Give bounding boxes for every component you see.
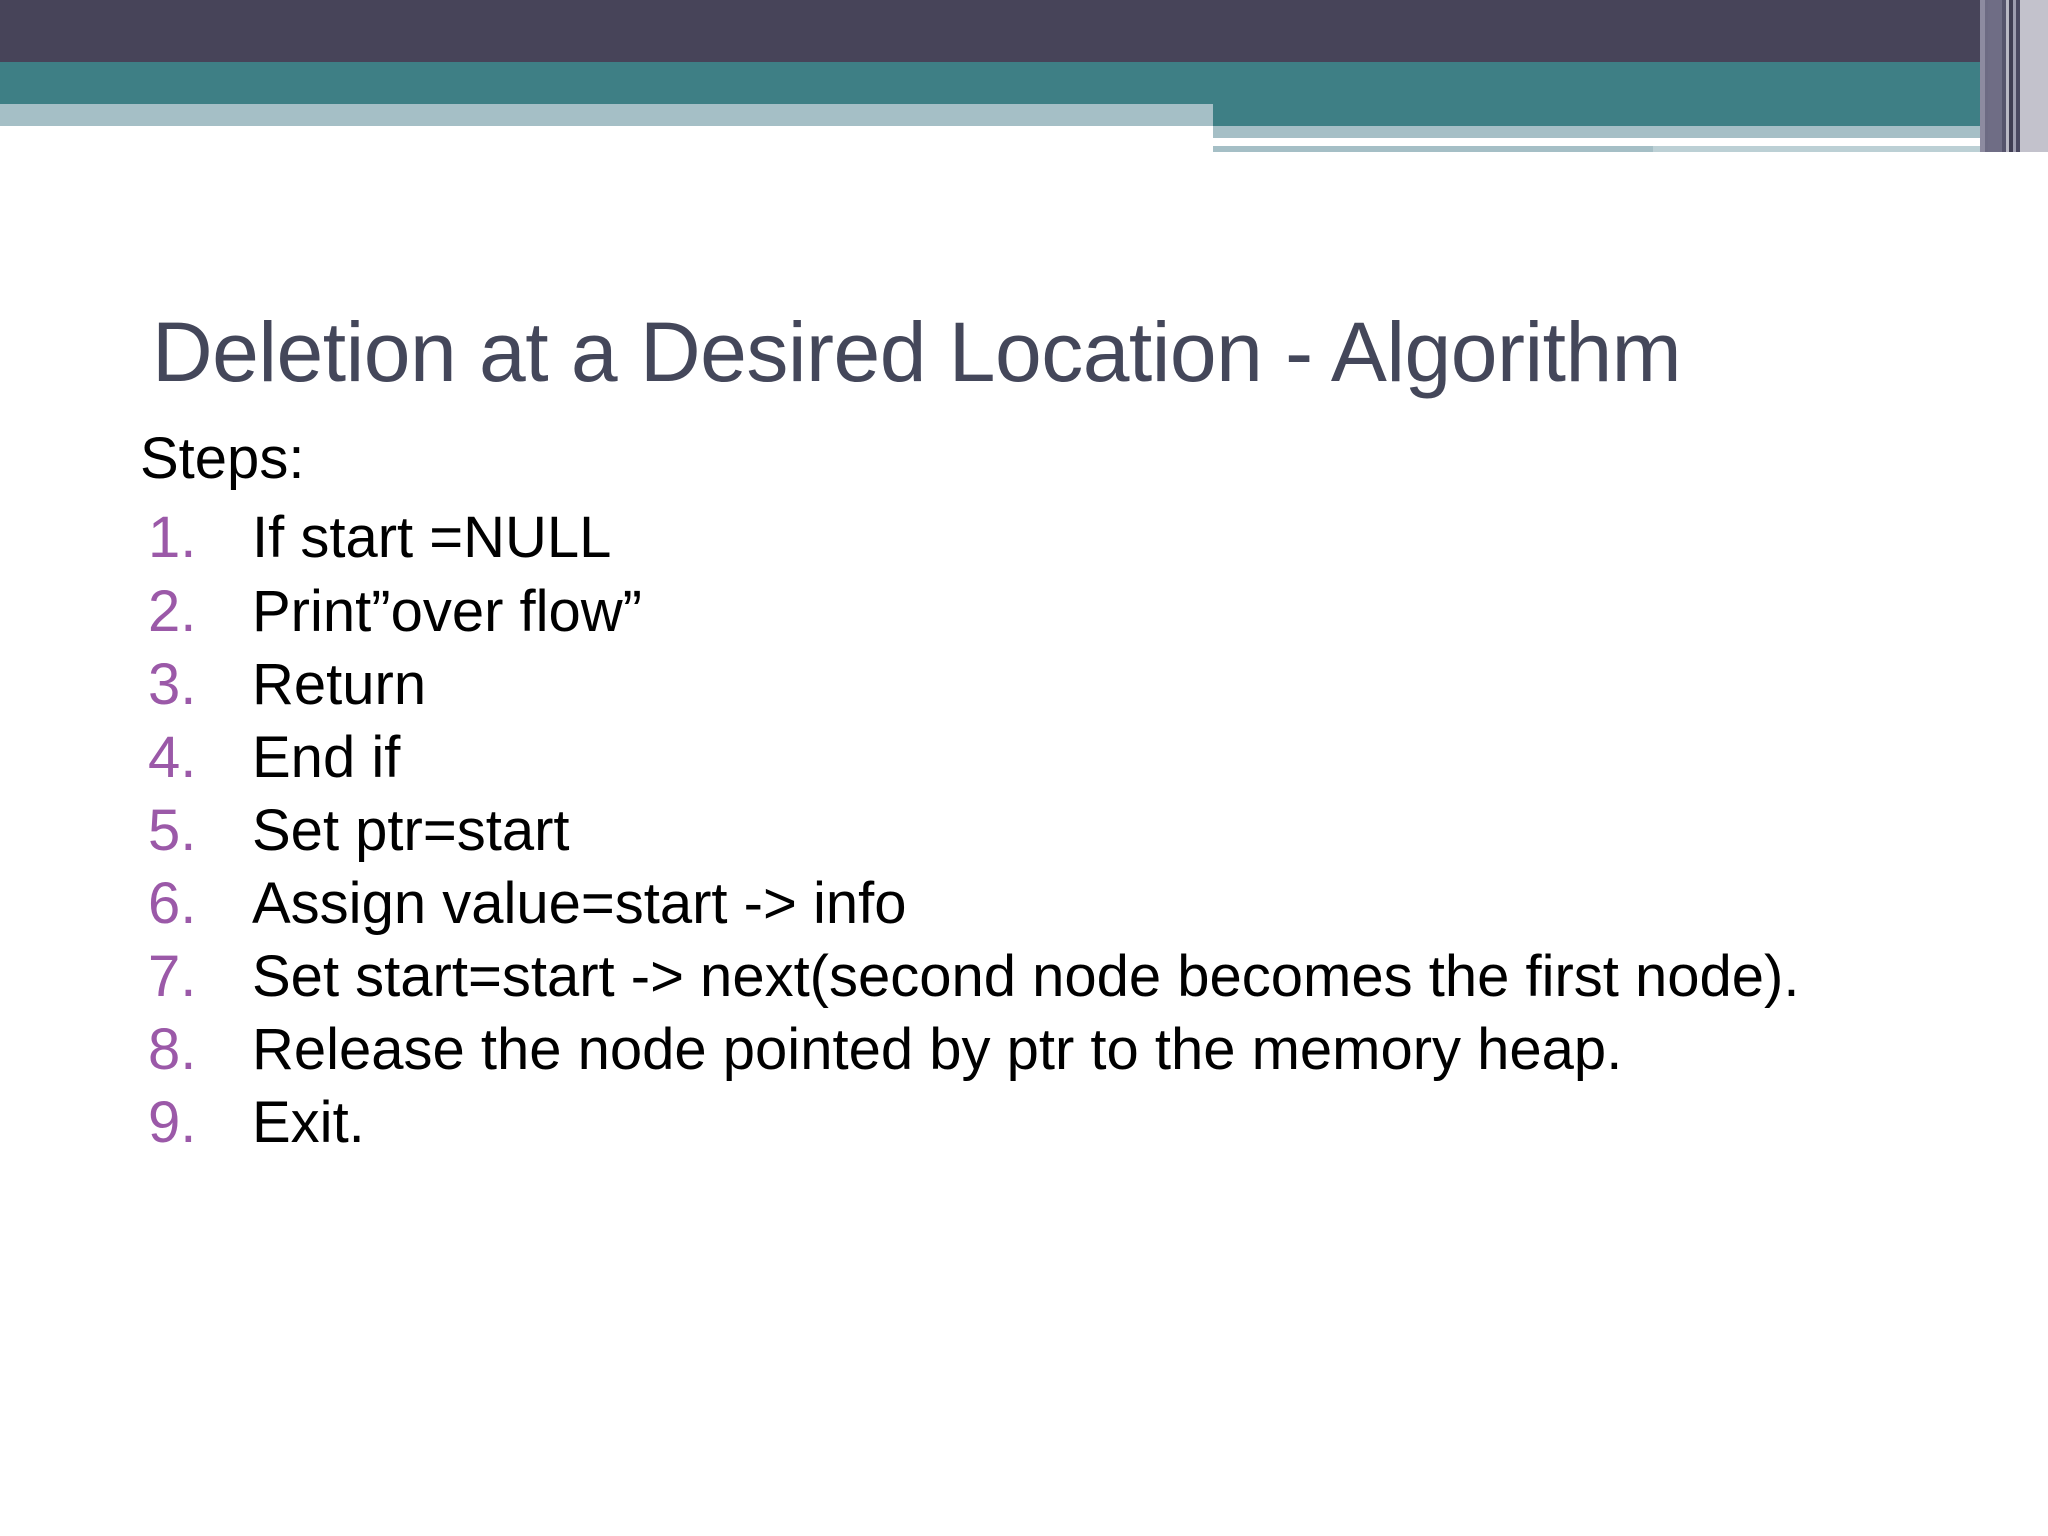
banner-band-light-left <box>0 104 1213 126</box>
banner-stripe-0 <box>1980 0 1985 152</box>
steps-list: 1. If start =NULL 2. Print”over flow” 3. Retu… <box>140 501 1930 1159</box>
step-number: 3. <box>148 651 197 717</box>
step-item: 1. If start =NULL <box>140 501 1930 574</box>
banner-band-white-gap <box>1213 138 2048 146</box>
step-item: 2. Print”over flow” <box>140 575 1930 648</box>
banner-stripe-3 <box>2002 0 2006 152</box>
banner-band-light-lower <box>1213 146 1653 152</box>
step-number: 5. <box>148 797 197 863</box>
header-banner <box>0 0 2048 152</box>
banner-stripe-7 <box>2016 0 2020 152</box>
step-number: 6. <box>148 870 197 936</box>
step-text: Set ptr=start <box>252 797 570 863</box>
steps-label: Steps: <box>140 426 305 491</box>
step-text: End if <box>252 724 401 790</box>
step-number: 7. <box>148 943 197 1009</box>
banner-stripe-5 <box>2009 0 2013 152</box>
step-number: 9. <box>148 1090 197 1156</box>
step-item: 6. Assign value=start -> info <box>140 867 1930 940</box>
step-number: 4. <box>148 724 197 790</box>
step-text: Release the node pointed by ptr to the m… <box>252 1016 1623 1082</box>
step-number: 2. <box>148 578 197 644</box>
step-text: Print”over flow” <box>252 578 642 644</box>
banner-vertical-stripes <box>1980 0 2048 152</box>
step-item: 9. Exit. <box>140 1086 1930 1159</box>
banner-stripe-1 <box>1985 0 1988 152</box>
step-item: 7. Set start=start -> next(second node be… <box>140 940 1930 1013</box>
step-text: If start =NULL <box>252 505 612 571</box>
step-text: Exit. <box>252 1090 365 1156</box>
step-item: 3. Return <box>140 648 1930 721</box>
banner-band-teal <box>0 62 2048 104</box>
slide-body: Steps: 1. If start =NULL 2. Print”over flow… <box>140 425 1930 1159</box>
step-item: 5. Set ptr=start <box>140 794 1930 867</box>
step-number: 8. <box>148 1016 197 1082</box>
banner-stripe-8 <box>2020 0 2048 152</box>
slide-title: Deletion at a Desired Location - Algorit… <box>152 305 1682 400</box>
banner-band-teal-step <box>1213 104 2048 126</box>
step-item: 8. Release the node pointed by ptr to the… <box>140 1013 1930 1086</box>
banner-stripe-2 <box>1988 0 2002 152</box>
banner-band-dark <box>0 0 2048 62</box>
step-text: Return <box>252 651 427 717</box>
step-item: 4. End if <box>140 721 1930 794</box>
step-number: 1. <box>148 505 197 571</box>
banner-stripe-4 <box>2006 0 2009 152</box>
banner-band-light-far <box>1653 146 2048 152</box>
banner-stripe-6 <box>2013 0 2016 152</box>
step-text: Assign value=start -> info <box>252 870 907 936</box>
step-text: Set start=start -> next(second node beco… <box>252 943 1800 1009</box>
